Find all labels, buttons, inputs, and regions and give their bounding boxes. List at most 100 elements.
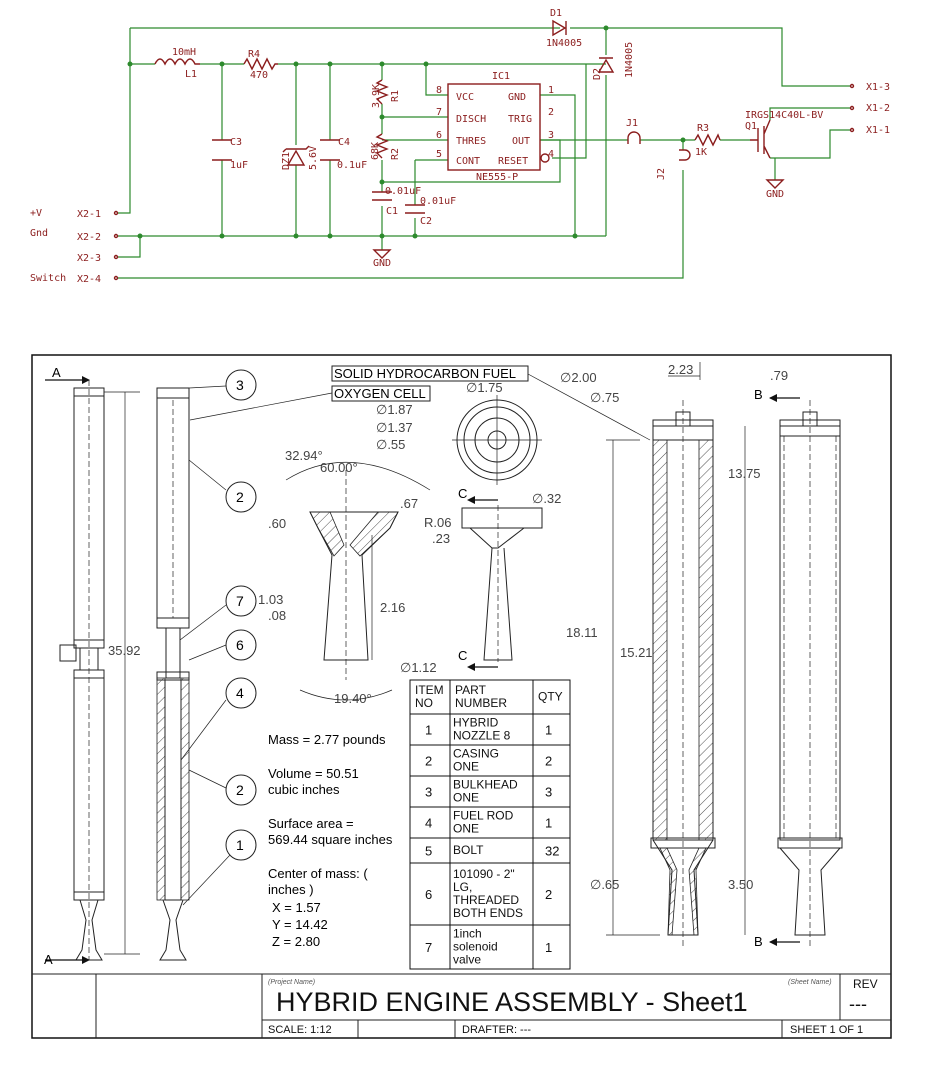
connector-pins-right [849,83,855,133]
far-right-view [777,400,843,948]
gnd-symbol-2 [765,179,785,189]
bom-part-number: BOTH ENDS [453,906,523,920]
drawing-border [31,354,892,1039]
bom-qty: 3 [545,785,552,800]
section-b-top: B [754,387,763,402]
scale-label: SCALE: 1:12 [268,1024,332,1036]
conn-x2-1: X2-1 [77,209,101,220]
zener-symbol [282,145,310,166]
ic-pinnum-5: 5 [436,149,442,160]
bom-qty: 32 [545,844,559,859]
ic-pinnum-8: 8 [436,85,442,96]
ic-pin-thres: THRES [456,136,486,147]
d2-value: 1N4005 [624,42,635,78]
section-view-b [650,400,716,948]
ic-pinnum-4: 4 [548,149,554,160]
bom-part-number: THREADED [453,893,519,907]
callout-2-bottom: 2 [236,782,244,798]
drafter-label: DRAFTER: --- [462,1024,531,1036]
r2-ref: R2 [390,148,401,160]
q1-symbol [750,119,771,159]
bom-item-no: 4 [425,816,432,831]
section-a-bottom: A [44,952,53,967]
section-c-top: C [458,486,467,501]
j1-label: J1 [626,118,638,129]
dim-023: .23 [432,531,450,546]
ic-pin-trig: TRIG [508,114,532,125]
dim-d200: ∅2.00 [560,370,597,385]
junctions [127,25,686,239]
bom-part-number: ONE [453,822,479,836]
bom-part-number: ONE [453,791,479,805]
ic-pin-vcc: VCC [456,92,474,103]
dim-1811: 18.11 [566,625,598,640]
circuit-schematic: 10mH L1 R4 470 C3 1uF C4 0.1uF DZ1 5.6V … [30,8,890,285]
wire-x23 [118,236,141,258]
dim-r006: R.06 [424,515,451,530]
wire-gnd [540,94,576,236]
dim-total-length: 35.92 [108,643,141,658]
bom-item-no: 2 [425,754,432,769]
label-plus-v: +V [30,208,42,219]
c3-value: 1uF [230,160,248,171]
bom-part-number: 101090 - 2" [453,867,515,881]
j1-symbol [627,131,641,144]
section-c-bottom: C [458,648,467,663]
wire-top [130,27,850,87]
wire-v-plus [118,28,131,214]
com-x: X = 1.57 [272,900,321,915]
bom-part-number: BOLT [453,843,484,857]
dz1-ref: DZ1 [281,152,292,170]
bom-header: NO [415,696,433,710]
r3-ref: R3 [697,123,709,134]
ic-ref: IC1 [492,71,510,82]
com-z: Z = 2.80 [272,934,320,949]
r1-value: 3.9K [371,84,382,108]
d2-ref: D2 [592,68,603,80]
bom-item-no: 7 [425,940,432,955]
dim-216: 2.16 [380,600,405,615]
bom-part-number: valve [453,953,481,967]
conn-x1-1: X1-1 [866,125,890,136]
title-block: (Project Name) (Sheet Name) HYBRID ENGIN… [32,973,891,1038]
conn-x2-2: X2-2 [77,232,101,243]
com-y: Y = 14.42 [272,917,328,932]
bom-qty: 1 [545,816,552,831]
bom-qty: 2 [545,754,552,769]
wire-cont [414,159,448,236]
mass-line: Mass = 2.77 pounds [268,732,386,747]
inductor-ref: L1 [185,69,197,80]
project-name-label: (Project Name) [268,979,315,986]
wire-vcc [425,64,448,96]
bom-qty: 1 [545,723,552,738]
section-a-top: A [52,365,61,380]
bom-frame [409,679,571,970]
wire-reset [552,64,587,159]
c3-ref: C3 [230,137,242,148]
dim-d137: ∅1.37 [376,420,413,435]
section-b-dimensions: ∅2.00 2.23 .79 ∅.75 13.75 18.11 15.21 ∅.… [560,362,800,949]
j2-symbol [679,149,691,161]
drawing-title: HYBRID ENGINE ASSEMBLY - Sheet1 [276,987,748,1017]
r1-symbol [375,79,389,105]
dim-223: 2.23 [668,362,693,377]
dim-079: .79 [770,368,788,383]
bom-item-no: 6 [425,887,432,902]
bom-part-number: CASING [453,747,499,761]
ic-pinnum-7: 7 [436,107,442,118]
ic-pin-reset: RESET [498,156,528,167]
dim-060: .60 [268,516,286,531]
reset-bubble [540,153,550,163]
bom-item-no: 3 [425,785,432,800]
gnd-label-1: GND [373,258,391,269]
ic-pin-out: OUT [512,136,530,147]
c4-symbol [320,139,340,161]
ic-pinnum-3: 3 [548,130,554,141]
d2-symbol [597,57,615,73]
c4-ref: C4 [338,137,350,148]
r1-ref: R1 [390,90,401,102]
dim-1375: 13.75 [728,466,761,481]
c3-symbol [212,139,232,161]
